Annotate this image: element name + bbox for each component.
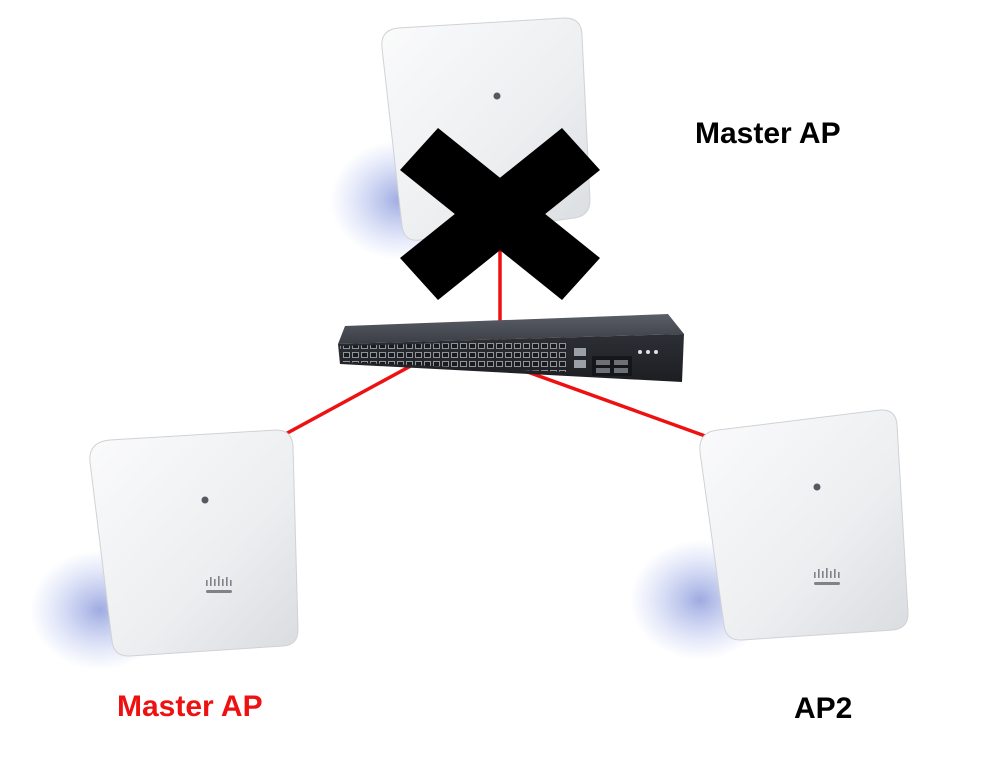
- link-switch-right-ap: [499, 360, 709, 439]
- left-ap-led-icon: [201, 496, 209, 504]
- switch-status-leds-icon: [638, 350, 658, 354]
- failure-x-icon: [400, 128, 600, 300]
- right-ap-body: [699, 409, 909, 641]
- top-ap-led-icon: [493, 92, 501, 100]
- left-ap-label: Master AP: [117, 690, 263, 723]
- right-access-point: [630, 409, 909, 660]
- left-ap-cisco-logo-icon: [206, 576, 232, 593]
- top-ap-label: Master AP: [695, 117, 841, 150]
- right-ap-led-icon: [813, 483, 821, 491]
- link-switch-left-ap: [279, 360, 419, 439]
- left-access-point: [30, 429, 299, 670]
- switch-port-bank: [340, 340, 568, 372]
- network-switch: [338, 314, 684, 382]
- right-ap-cisco-logo-icon: [814, 568, 840, 585]
- switch-uplink-ports: [574, 348, 632, 376]
- right-ap-label: AP2: [794, 692, 853, 725]
- left-ap-body: [89, 429, 299, 657]
